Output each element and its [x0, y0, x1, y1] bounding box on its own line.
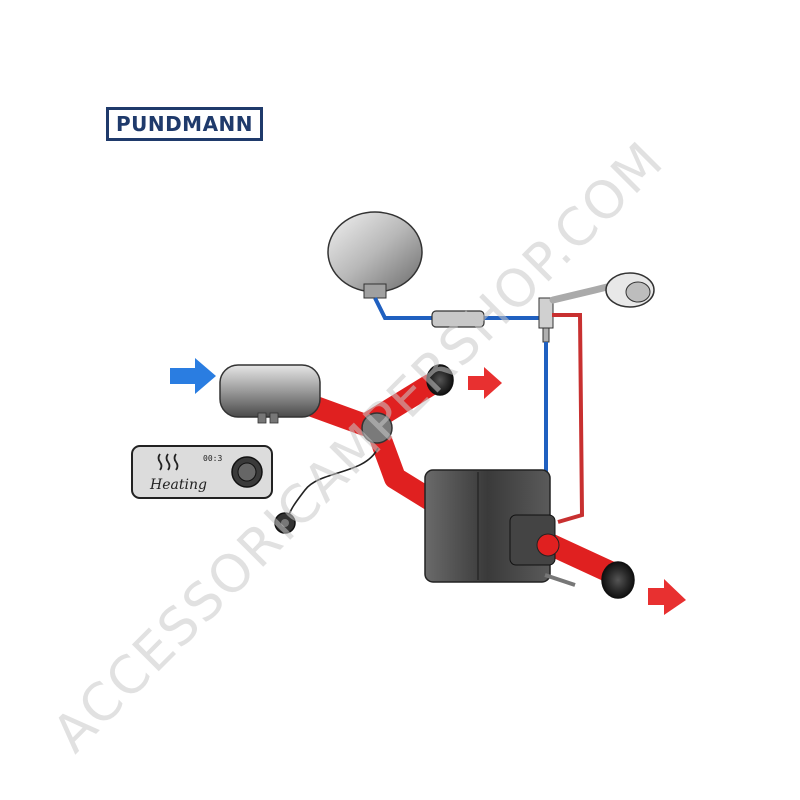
air-vent-lower	[601, 561, 635, 599]
control-panel-label: Heating	[149, 477, 207, 493]
water-tank	[327, 211, 423, 299]
brand-logo-text: PUNDMANN	[115, 112, 254, 136]
water-filter	[431, 310, 485, 328]
heat-waves-icon	[157, 453, 179, 471]
control-panel: 00:3 Heating	[131, 445, 273, 499]
shower-head	[549, 272, 655, 308]
boiler-unit	[424, 469, 576, 587]
air-intake-arrow-icon	[170, 358, 216, 394]
air-vent-upper	[426, 364, 454, 396]
hot-air-outlet-arrow-icon-upper	[468, 367, 502, 399]
brand-logo: PUNDMANN	[106, 107, 263, 141]
control-panel-time: 00:3	[203, 454, 222, 463]
hot-water-line	[552, 313, 585, 524]
control-cable	[287, 447, 379, 519]
air-splitter	[361, 412, 393, 444]
temperature-sensor	[274, 512, 296, 534]
hot-air-outlet-arrow-icon-lower	[648, 579, 686, 615]
air-heater	[219, 364, 321, 424]
